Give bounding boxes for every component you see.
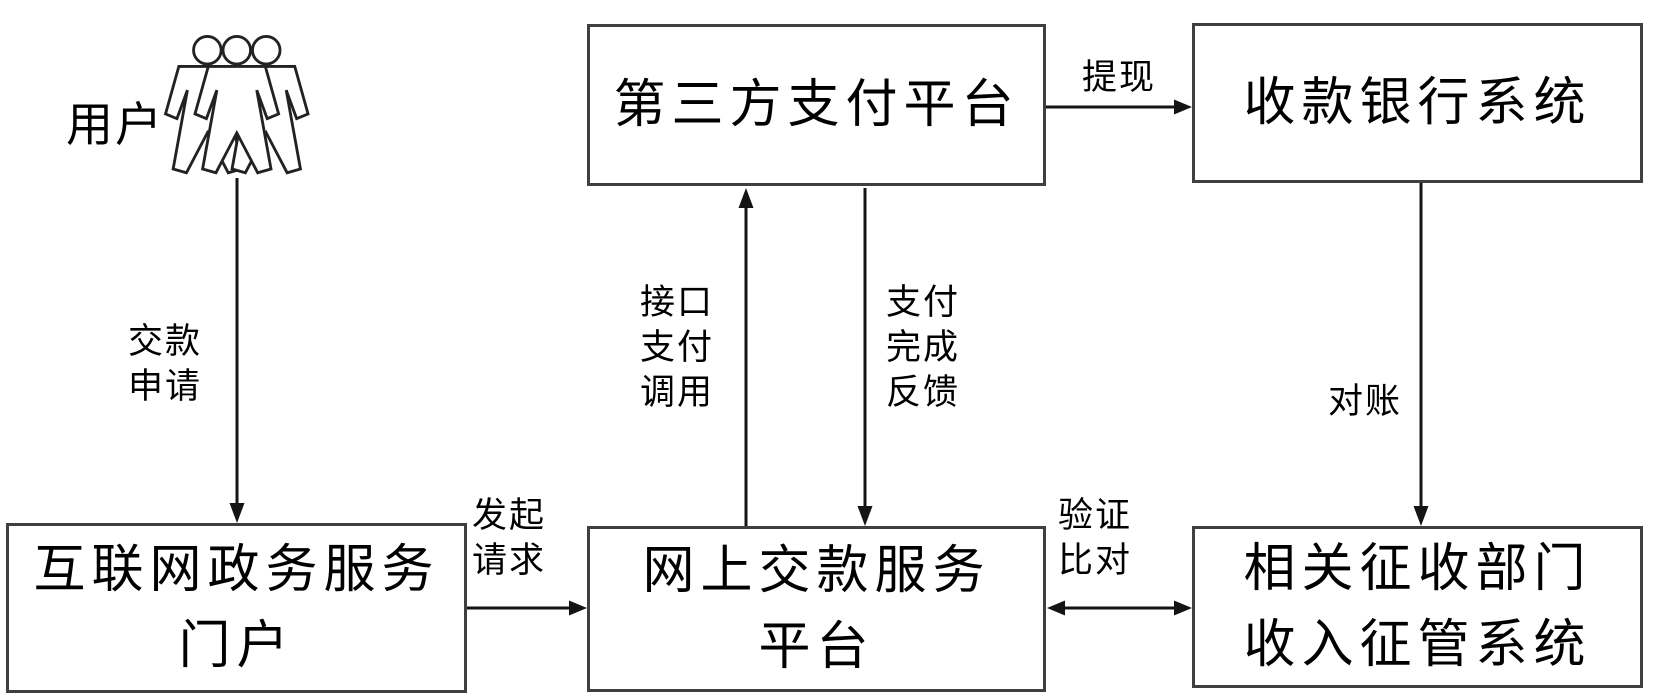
node-label-line1: 网上交款服务 [642, 541, 991, 601]
arrow-payment-request [229, 178, 245, 523]
node-online-payment-service-platform: 网上交款服务 平台 [587, 526, 1046, 692]
edge-label-initiate-request: 发起 请求 [471, 496, 546, 581]
arrow-payment-feedback [857, 188, 873, 526]
edge-label-payment-request: 交款 申请 [127, 322, 202, 407]
node-label-line1: 相关征收部门 [1243, 539, 1592, 599]
user-label: 用户 [66, 98, 164, 153]
node-third-party-payment-platform: 第三方支付平台 [587, 24, 1046, 186]
edge-label-withdraw: 提现 [1081, 58, 1156, 98]
arrow-initiate-request [467, 600, 587, 616]
node-label-line2: 门户 [178, 616, 295, 676]
node-label: 第三方支付平台 [613, 75, 1020, 135]
node-internet-gov-service-portal: 互联网政务服务 门户 [6, 523, 467, 693]
node-label: 收款银行系统 [1243, 73, 1592, 133]
users-icon [163, 35, 310, 175]
edge-label-interface-payment-call: 接口 支付 调用 [639, 283, 714, 413]
arrow-interface-call [738, 188, 754, 526]
arrow-withdraw [1046, 99, 1192, 115]
arrow-verify-compare [1047, 600, 1192, 616]
edge-label-verify-compare: 验证 比对 [1057, 496, 1132, 581]
edge-label-reconcile: 对账 [1327, 382, 1402, 422]
node-label-line1: 互联网政务服务 [33, 540, 440, 600]
node-label-line2: 收入征管系统 [1243, 615, 1592, 675]
node-receiving-bank-system: 收款银行系统 [1192, 23, 1643, 183]
node-revenue-collection-system: 相关征收部门 收入征管系统 [1192, 526, 1643, 688]
arrow-reconcile [1413, 183, 1429, 526]
edge-label-payment-complete-feedback: 支付 完成 反馈 [885, 283, 960, 413]
node-label-line2: 平台 [758, 617, 875, 677]
